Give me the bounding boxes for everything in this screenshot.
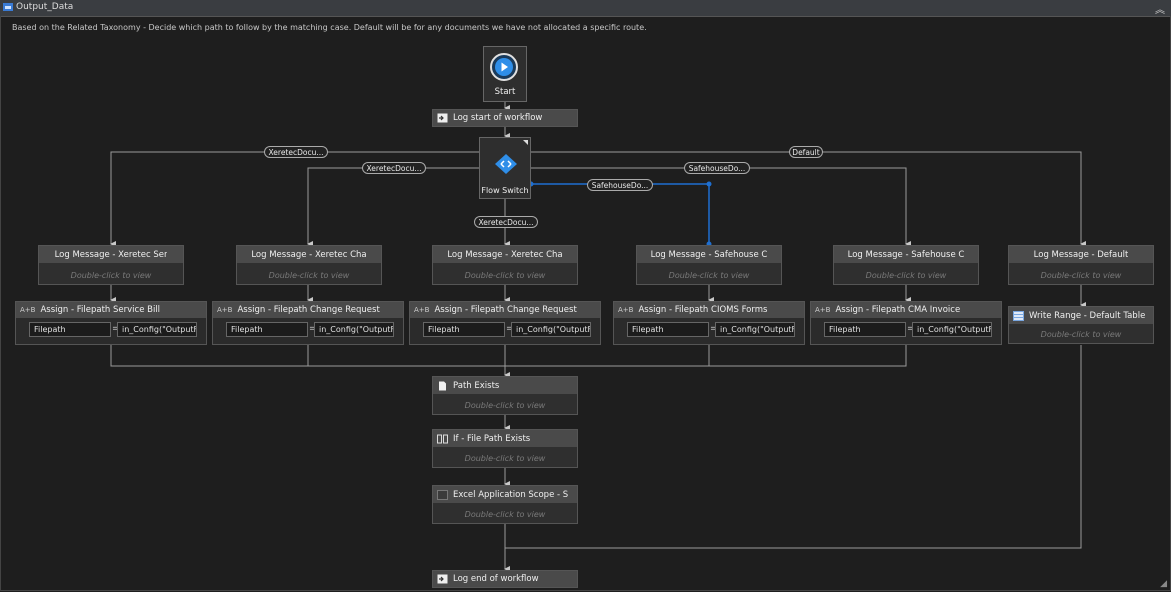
log-end-label: Log end of workflow — [453, 574, 539, 584]
equals-sign: = — [710, 324, 718, 334]
assign-label: Assign - Filepath CIOMS Forms — [638, 305, 768, 315]
workflow-icon — [3, 3, 13, 11]
assign-to-field[interactable]: Filepath — [29, 322, 111, 337]
double-click-hint: Double-click to view — [1040, 330, 1122, 339]
assign-label: Assign - Filepath Change Request — [237, 305, 380, 315]
log-icon — [437, 113, 448, 123]
log-message-label: Log Message - Xeretec Cha — [251, 249, 367, 260]
log-message-node[interactable]: Log Message - Safehouse C Double-click t… — [833, 245, 979, 285]
equals-sign: = — [112, 324, 120, 334]
title-bar: Output_Data ︽ — [0, 0, 1171, 17]
case-label-xeretec-3[interactable]: XeretecDocu... — [474, 216, 538, 228]
assign-value-field[interactable]: in_Config("OutputF — [511, 322, 591, 337]
write-range-node[interactable]: Write Range - Default Table Double-click… — [1008, 306, 1154, 344]
start-node[interactable]: Start — [483, 46, 527, 102]
flow-switch-label: Flow Switch — [481, 186, 529, 195]
assign-icon: A+B — [815, 306, 831, 314]
if-label: If - File Path Exists — [453, 433, 531, 444]
log-message-node[interactable]: Log Message - Xeretec Cha Double-click t… — [432, 245, 578, 285]
path-exists-node[interactable]: Path Exists Double-click to view — [432, 376, 578, 415]
workflow-description: Based on the Related Taxonomy - Decide w… — [12, 23, 647, 32]
assign-icon: A+B — [217, 306, 233, 314]
log-message-label: Log Message - Safehouse C — [650, 249, 768, 260]
assign-node[interactable]: A+B Assign - Filepath Change Request File… — [212, 301, 404, 345]
path-exists-label: Path Exists — [453, 380, 500, 391]
log-icon — [437, 574, 448, 584]
log-message-label: Log Message - Xeretec Ser — [54, 249, 168, 260]
log-message-node[interactable]: Log Message - Xeretec Cha Double-click t… — [236, 245, 382, 285]
start-label: Start — [494, 87, 516, 97]
assign-icon: A+B — [20, 306, 36, 314]
log-message-node[interactable]: Log Message - Xeretec Ser Double-click t… — [38, 245, 184, 285]
assign-node[interactable]: A+B Assign - Filepath Change Request File… — [409, 301, 601, 345]
excel-scope-label: Excel Application Scope - S — [453, 489, 569, 500]
assign-node[interactable]: A+B Assign - Filepath Service Bill Filepa… — [15, 301, 207, 345]
case-label-xeretec-1[interactable]: XeretecDocu... — [264, 146, 328, 158]
case-label-safehouse-2[interactable]: SafehouseDo... — [684, 162, 750, 174]
double-click-hint: Double-click to view — [70, 271, 152, 280]
file-icon — [439, 381, 446, 390]
write-range-icon — [1013, 310, 1024, 321]
flow-switch-node[interactable]: Flow Switch — [479, 137, 531, 199]
equals-sign: = — [907, 324, 915, 334]
log-start-label: Log start of workflow — [453, 113, 543, 123]
resize-icon[interactable]: ◢ — [1160, 579, 1167, 589]
assign-icon: A+B — [618, 306, 634, 314]
double-click-hint: Double-click to view — [464, 454, 546, 463]
play-icon — [490, 53, 518, 81]
equals-sign: = — [506, 324, 514, 334]
assign-to-field[interactable]: Filepath — [627, 322, 709, 337]
assign-value-field[interactable]: in_Config("OutputF — [715, 322, 795, 337]
log-end-node[interactable]: Log end of workflow — [432, 570, 578, 588]
write-range-label: Write Range - Default Table — [1029, 310, 1146, 321]
assign-to-field[interactable]: Filepath — [226, 322, 308, 337]
assign-icon: A+B — [414, 306, 430, 314]
assign-node[interactable]: A+B Assign - Filepath CMA Invoice Filepat… — [810, 301, 1002, 345]
if-icon — [437, 434, 448, 443]
flow-switch-icon — [495, 154, 517, 174]
excel-scope-node[interactable]: Excel Application Scope - S Double-click… — [432, 485, 578, 524]
log-message-node[interactable]: Log Message - Safehouse C Double-click t… — [636, 245, 782, 285]
assign-label: Assign - Filepath Change Request — [434, 305, 577, 315]
double-click-hint: Double-click to view — [464, 271, 546, 280]
double-click-hint: Double-click to view — [865, 271, 947, 280]
excel-icon — [437, 489, 448, 500]
assign-value-field[interactable]: in_Config("OutputF — [117, 322, 197, 337]
double-click-hint: Double-click to view — [464, 510, 546, 519]
window-title: Output_Data — [16, 2, 74, 12]
assign-value-field[interactable]: in_Config("OutputF — [314, 322, 394, 337]
log-message-label: Log Message - Xeretec Cha — [447, 249, 563, 260]
log-message-label: Log Message - Safehouse C — [847, 249, 965, 260]
double-click-hint: Double-click to view — [464, 401, 546, 410]
log-message-label: Log Message - Default — [1033, 249, 1129, 260]
log-message-node[interactable]: Log Message - Default Double-click to vi… — [1008, 245, 1154, 285]
assign-value-field[interactable]: in_Config("OutputF — [912, 322, 992, 337]
case-label-xeretec-2[interactable]: XeretecDocu... — [362, 162, 426, 174]
assign-label: Assign - Filepath CMA Invoice — [835, 305, 961, 315]
assign-label: Assign - Filepath Service Bill — [40, 305, 161, 315]
double-click-hint: Double-click to view — [268, 271, 350, 280]
double-click-hint: Double-click to view — [668, 271, 750, 280]
assign-to-field[interactable]: Filepath — [824, 322, 906, 337]
double-click-hint: Double-click to view — [1040, 271, 1122, 280]
case-label-default[interactable]: Default — [789, 146, 823, 158]
assign-to-field[interactable]: Filepath — [423, 322, 505, 337]
log-start-node[interactable]: Log start of workflow — [432, 109, 578, 127]
equals-sign: = — [309, 324, 317, 334]
if-node[interactable]: If - File Path Exists Double-click to vi… — [432, 429, 578, 468]
switch-corner-marker — [523, 140, 528, 145]
case-label-safehouse-1[interactable]: SafehouseDo... — [587, 179, 653, 191]
assign-node[interactable]: A+B Assign - Filepath CIOMS Forms Filepat… — [613, 301, 805, 345]
collapse-icon[interactable]: ︽ — [1155, 5, 1165, 16]
